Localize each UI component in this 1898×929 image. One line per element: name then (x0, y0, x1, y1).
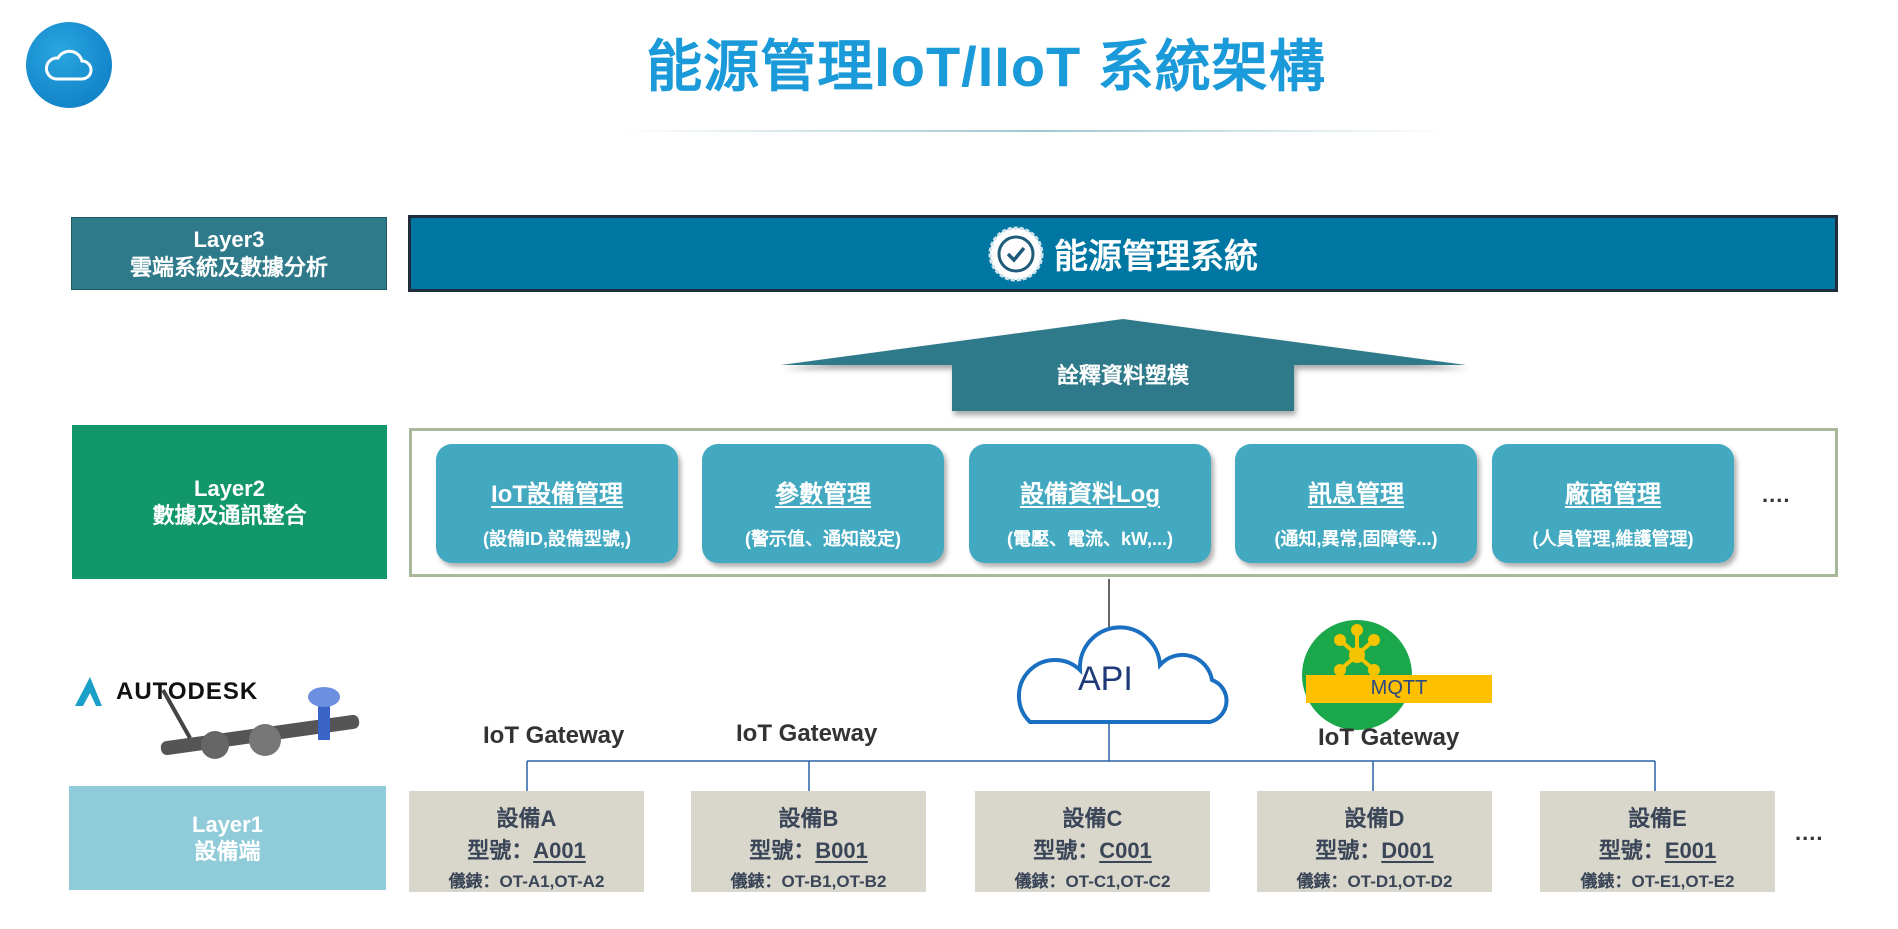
energy-system-bar: 能源管理系統 (408, 215, 1838, 292)
device-name: 設備B (778, 806, 839, 831)
card-subtitle: (通知,異常,固障等...) (1274, 529, 1438, 549)
device-drop-lines (526, 761, 1656, 791)
more-devices-ellipsis: .... (1795, 820, 1824, 845)
metadata-modeling-label: 詮釋資料塑模 (1056, 363, 1189, 388)
layer1-name: Layer1 (192, 811, 263, 837)
more-cards-ellipsis: .... (1762, 482, 1791, 507)
card-message-management[interactable]: 訊息管理 (通知,異常,固障等...) (1235, 444, 1477, 563)
model-label: 型號： (467, 838, 534, 863)
gateway-label: IoT Gateway (483, 722, 625, 749)
device-name: 設備C (1062, 806, 1123, 831)
layer2-container (409, 428, 1838, 577)
device-card-b[interactable]: 設備B 型號：B001 儀錶：OT-B1,OT-B2 (691, 791, 926, 892)
model-value: C001 (1099, 838, 1152, 863)
card-vendor-management[interactable]: 廠商管理 (人員管理,維護管理) (1492, 444, 1734, 563)
card-parameter-management[interactable]: 參數管理 (警示值、通知設定) (702, 444, 944, 563)
autodesk-logo-icon (75, 677, 102, 706)
card-iot-device-management[interactable]: IoT設備管理 (設備ID,設備型號,) (436, 444, 678, 563)
card-device-data-log[interactable]: 設備資料Log (電壓、電流、kW,...) (969, 444, 1211, 563)
card-title: IoT設備管理 (491, 481, 623, 508)
layer2-label: Layer2 數據及通訊整合 (72, 425, 387, 579)
model-value: E001 (1664, 838, 1717, 863)
layer2-name: Layer2 (194, 475, 265, 501)
meters: 儀錶：OT-C1,OT-C2 (1014, 872, 1171, 891)
device-name: 設備D (1344, 806, 1405, 831)
card-title: 訊息管理 (1308, 481, 1404, 508)
layer3-label: Layer3 雲端系統及數據分析 (71, 217, 387, 290)
valve-pipe-image (160, 687, 360, 759)
model-value: D001 (1381, 838, 1434, 863)
device-name: 設備E (1628, 806, 1687, 831)
card-title: 廠商管理 (1565, 481, 1661, 508)
meters: 儀錶：OT-D1,OT-D2 (1296, 872, 1453, 891)
gateway-label: IoT Gateway (736, 720, 878, 747)
card-subtitle: (電壓、電流、kW,...) (1007, 529, 1173, 549)
device-card-e[interactable]: 設備E 型號：E001 儀錶：OT-E1,OT-E2 (1540, 791, 1775, 892)
meters: 儀錶：OT-B1,OT-B2 (730, 872, 887, 891)
verified-badge-icon (988, 226, 1044, 281)
card-title: 設備資料Log (1020, 481, 1160, 508)
device-card-c[interactable]: 設備C 型號：C001 儀錶：OT-C1,OT-C2 (975, 791, 1210, 892)
api-cloud-icon (1016, 625, 1229, 724)
device-name: 設備A (496, 806, 557, 831)
layer3-name: Layer3 (193, 227, 265, 252)
model-label: 型號： (1598, 838, 1665, 863)
model-value: A001 (533, 838, 586, 863)
mqtt-label: MQTT (1370, 677, 1428, 699)
card-subtitle: (設備ID,設備型號,) (483, 529, 631, 549)
layer1-desc: 設備端 (194, 839, 261, 864)
model-label: 型號： (1033, 838, 1100, 863)
api-label: API (1078, 660, 1133, 698)
layer2-desc: 數據及通訊整合 (152, 503, 307, 528)
meters: 儀錶：OT-E1,OT-E2 (1580, 872, 1735, 891)
card-title: 參數管理 (775, 481, 871, 508)
divider (620, 130, 1448, 132)
layer1-label: Layer1 設備端 (69, 786, 386, 890)
gateway-label: IoT Gateway (1318, 724, 1460, 751)
model-value: B001 (815, 838, 868, 863)
device-card-a[interactable]: 設備A 型號：A001 儀錶：OT-A1,OT-A2 (409, 791, 644, 892)
autodesk-label: AUTODESK (116, 678, 259, 705)
cloud-logo-icon (26, 22, 112, 108)
energy-system-label: 能源管理系統 (1054, 238, 1258, 276)
card-subtitle: (人員管理,維護管理) (1532, 529, 1694, 549)
metadata-modeling-arrow (781, 319, 1466, 411)
layer3-desc: 雲端系統及數據分析 (129, 254, 328, 280)
model-label: 型號： (749, 838, 816, 863)
device-card-d[interactable]: 設備D 型號：D001 儀錶：OT-D1,OT-D2 (1257, 791, 1492, 892)
card-subtitle: (警示值、通知設定) (745, 529, 901, 549)
model-label: 型號： (1315, 838, 1382, 863)
meters: 儀錶：OT-A1,OT-A2 (448, 872, 605, 891)
page-title: 能源管理IoT/IIoT 系統架構 (646, 35, 1326, 98)
